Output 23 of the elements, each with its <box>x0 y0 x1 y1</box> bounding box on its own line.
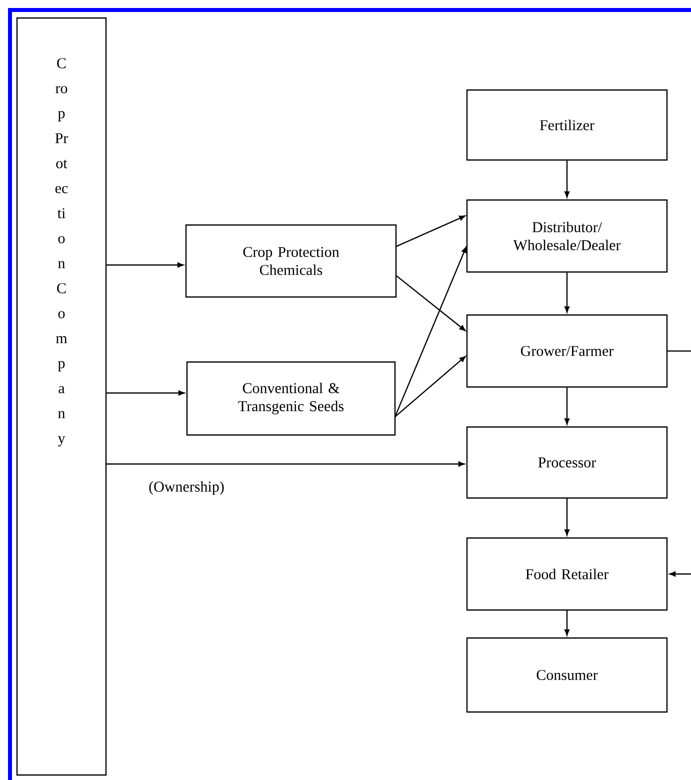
arrow <box>106 262 184 268</box>
arrow <box>564 498 570 536</box>
process-box: Conventional & Transgenic Seeds <box>186 361 396 436</box>
arrow <box>564 610 570 636</box>
process-box: Consumer <box>466 637 668 713</box>
process-box: Crop Protection Chemicals <box>185 224 397 298</box>
arrow <box>106 390 185 396</box>
arrow <box>106 461 465 467</box>
process-box: Processor <box>466 426 668 499</box>
arrow <box>564 272 570 313</box>
arrow <box>668 350 691 577</box>
process-box: Food Retailer <box>466 537 668 611</box>
company-box: Crop Protection Company <box>16 17 107 776</box>
arrow <box>394 246 467 418</box>
edge-label: (Ownership) <box>148 480 226 496</box>
arrow <box>396 274 466 332</box>
arrow <box>564 160 570 198</box>
process-box: Fertilizer <box>466 89 668 161</box>
process-box: Distributor/ Wholesale/Dealer <box>466 199 668 273</box>
arrow <box>396 215 466 248</box>
process-box: Grower/Farmer <box>466 314 668 388</box>
arrow <box>394 356 466 418</box>
arrow <box>564 388 570 425</box>
